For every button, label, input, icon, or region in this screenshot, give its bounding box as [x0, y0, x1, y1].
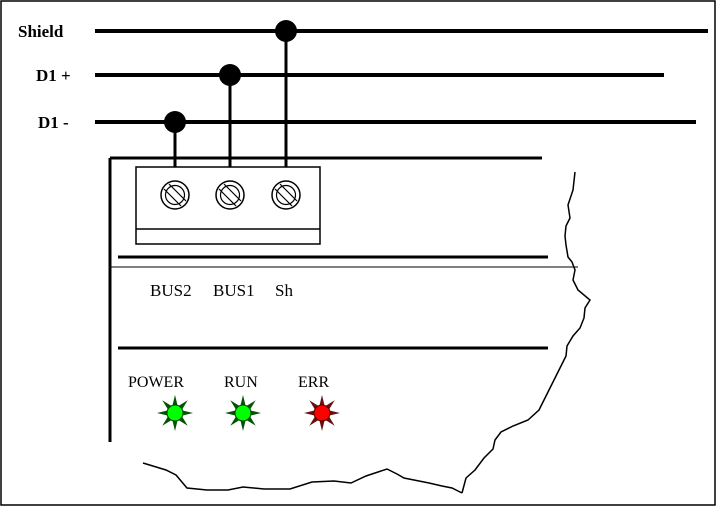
housing-torn-edge-bottom — [142, 462, 463, 494]
led-label-err: ERR — [298, 374, 329, 391]
screw-slot-a — [168, 183, 187, 202]
led-ray — [319, 420, 325, 431]
bus-wires — [95, 29, 708, 124]
terminal-label-bus2: BUS2 — [150, 281, 192, 300]
led-ray — [240, 395, 246, 406]
housing-torn-edge-right — [461, 171, 591, 494]
led-power-indicator — [166, 404, 184, 422]
screw-inner-ring — [275, 184, 297, 206]
screw-slot-a — [279, 183, 298, 202]
led-power — [157, 395, 193, 431]
screw-slot-b — [163, 188, 182, 207]
screw-inner-ring — [164, 184, 186, 206]
screw-slot-b — [218, 188, 237, 207]
junction-dot-d1-minus — [164, 111, 186, 133]
terminal-screw-bus2 — [160, 180, 190, 210]
terminal-label-bus1: BUS1 — [213, 281, 255, 300]
led-err — [304, 395, 340, 431]
terminal-label-sh: Sh — [275, 281, 293, 300]
drop-wires — [173, 31, 288, 170]
led-run — [225, 395, 261, 431]
junction-dots — [164, 20, 297, 133]
terminal-screw-sh — [271, 180, 301, 210]
terminal-screw-bus1 — [215, 180, 245, 210]
led-label-power: POWER — [128, 374, 184, 391]
wire-label-d1-minus: D1 - — [38, 113, 69, 132]
device-housing — [108, 156, 591, 494]
led-err-indicator — [313, 404, 331, 422]
junction-dot-d1-plus — [219, 64, 241, 86]
screw-slot-a — [223, 183, 242, 202]
led-ray — [304, 410, 315, 416]
wire-label-shield: Shield — [18, 22, 64, 41]
led-ray — [157, 410, 168, 416]
led-label-run: RUN — [224, 374, 258, 391]
junction-dot-shield — [275, 20, 297, 42]
led-ray — [329, 410, 340, 416]
led-ray — [225, 410, 236, 416]
wire-label-d1-plus: D1 + — [36, 66, 71, 85]
led-ray — [319, 395, 325, 406]
led-run-indicator — [234, 404, 252, 422]
led-ray — [182, 410, 193, 416]
led-ray — [250, 410, 261, 416]
led-ray — [172, 395, 178, 406]
screw-inner-ring — [219, 184, 241, 206]
led-ray — [240, 420, 246, 431]
screw-slot-b — [274, 188, 293, 207]
led-ray — [172, 420, 178, 431]
